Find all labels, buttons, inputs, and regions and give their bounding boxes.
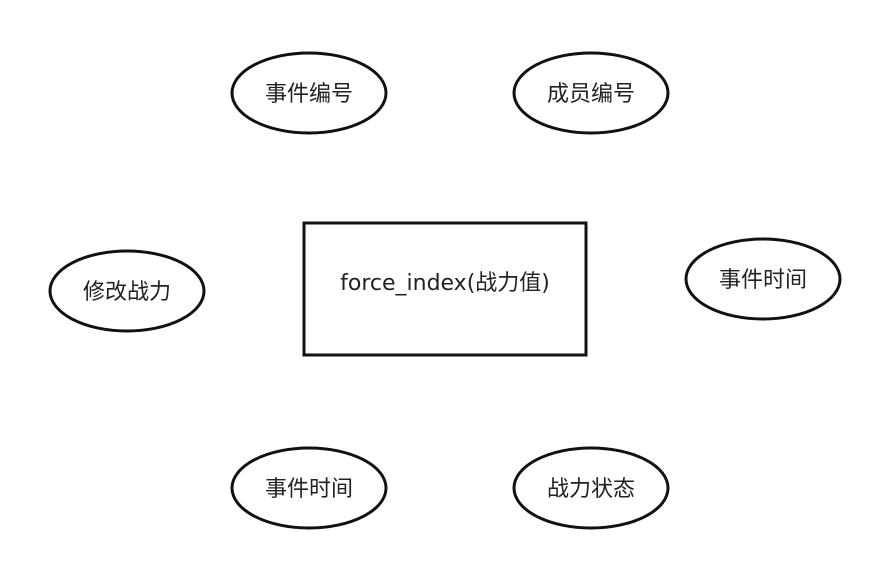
attribute-event-id[interactable]: 事件编号 (230, 51, 388, 135)
attribute-label: 修改战力 (83, 280, 171, 305)
attribute-label: 事件时间 (265, 477, 353, 502)
attribute-label: 成员编号 (547, 82, 635, 107)
entity-box (302, 221, 588, 357)
entity-label: force_index(战力值) (340, 271, 550, 296)
attribute-ellipse (684, 237, 842, 321)
attribute-ellipse (230, 51, 388, 135)
attribute-label: 事件编号 (265, 82, 353, 107)
attribute-member-id[interactable]: 成员编号 (512, 51, 670, 135)
attribute-ellipse (512, 51, 670, 135)
attribute-label: 战力状态 (547, 477, 635, 502)
attribute-label: 事件时间 (719, 268, 807, 293)
attribute-event-time-right[interactable]: 事件时间 (684, 237, 842, 321)
attribute-ellipse (48, 249, 206, 333)
attribute-modify-force[interactable]: 修改战力 (48, 249, 206, 333)
attribute-ellipse (512, 446, 670, 530)
attribute-event-time-bottom[interactable]: 事件时间 (230, 446, 388, 530)
entity-force-index[interactable]: force_index(战力值) (302, 221, 588, 357)
attribute-ellipse (230, 446, 388, 530)
attribute-force-status[interactable]: 战力状态 (512, 446, 670, 530)
